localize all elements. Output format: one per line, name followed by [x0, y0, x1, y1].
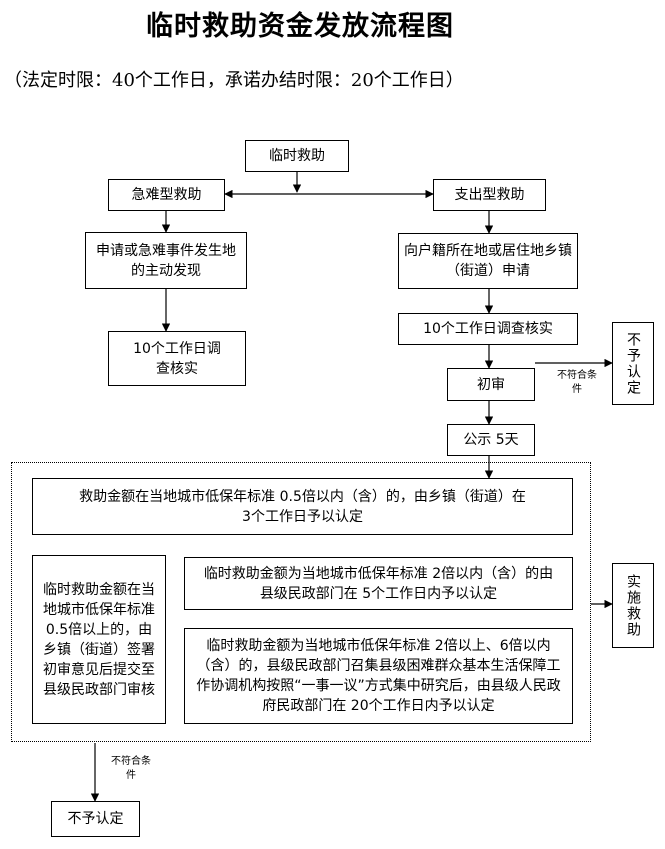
page-subtitle: （法定时限：40个工作日，承诺办结时限：20个工作日） — [4, 70, 464, 91]
expense-assistance-node: 支出型救助 — [433, 179, 546, 211]
rule-within-double-node: 临时救助金额为当地城市低保年标准 2倍以内（含）的由县级民政部门在 5个工作日内… — [184, 557, 573, 610]
emergency-investigate-node: 10个工作日调查核实 — [108, 331, 246, 386]
start-node: 临时救助 — [245, 140, 349, 172]
emergency-assistance-node: 急难型救助 — [108, 179, 225, 211]
rule-over-half-node: 临时救助金额在当地城市低保年标准 0.5倍以上的，由乡镇（街道）签署初审意见后提… — [32, 555, 166, 724]
preliminary-review-node: 初审 — [447, 368, 535, 401]
not-qualified-label-top: 不符合条件 — [557, 370, 597, 395]
implement-assistance-node: 实施救助 — [612, 563, 654, 648]
rule-small-amount: 救助金额在当地城市低保年标准 0.5倍以内（含）的，由乡镇（街道）在 3个工作日… — [32, 478, 573, 535]
expense-apply-node: 向户籍所在地或居住地乡镇（街道）申请 — [398, 233, 578, 289]
rule-up-to-six-times-node: 临时救助金额为当地城市低保年标准 2倍以上、6倍以内（含）的，县级民政部门召集县… — [184, 628, 573, 724]
page-title: 临时救助资金发放流程图 — [146, 11, 454, 42]
approval-rules-group — [11, 462, 591, 742]
reject-bottom-node: 不予认定 — [51, 801, 140, 837]
not-qualified-label-bottom: 不符合条件 — [111, 756, 151, 781]
publicize-node: 公示 5天 — [447, 424, 535, 456]
emergency-apply-node: 申请或急难事件发生地的主动发现 — [85, 232, 247, 289]
expense-investigate-node: 10个工作日调查核实 — [398, 313, 578, 345]
reject-top-node: 不予认定 — [612, 322, 654, 405]
